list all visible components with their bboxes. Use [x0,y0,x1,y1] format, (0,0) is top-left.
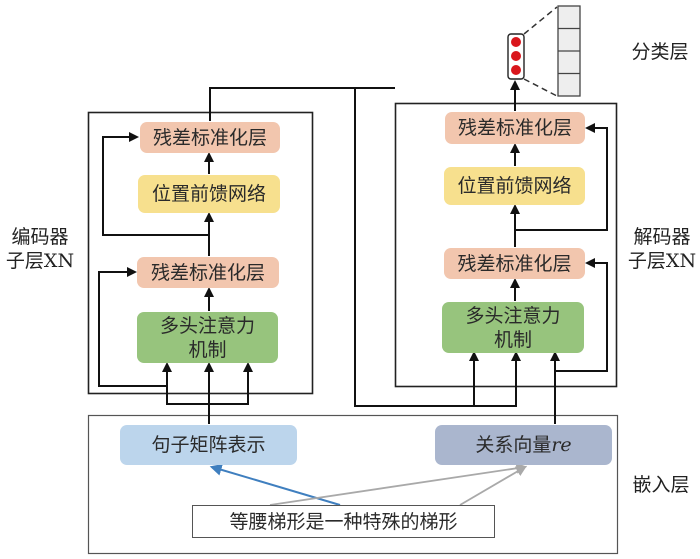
sentence-to-matrix-arrow [209,463,341,506]
relation-vector-text: 关系向量 [475,434,552,456]
classifier-label: 分类层 [631,41,689,63]
decoder-block-frame [394,102,618,388]
decoder-residual-norm-top: 残差标准化层 [445,112,585,144]
sentence-to-relation-arrow-b [459,465,527,506]
decoder-label: 解码器 子层XN [624,225,700,273]
sentence-matrix-representation: 句子矩阵表示 [120,425,297,465]
decoder-label-line2: 子层XN [627,250,697,272]
embedding-layer-frame [87,414,619,555]
output-dot [511,37,521,47]
decoder-mha-line2: 机制 [493,328,532,351]
encoder-mha-line1: 多头注意力 [159,314,255,337]
input-sentence: 等腰梯形是一种特殊的梯形 [192,505,495,538]
decoder-label-line1: 解码器 [633,226,691,248]
decoder-mha-line1: 多头注意力 [465,304,561,327]
encoder-label-line2: 子层XN [5,250,75,272]
output-dot [511,51,521,61]
encoder-label: 编码器 子层XN [2,225,78,273]
encoder-label-line1: 编码器 [11,226,69,248]
decoder-multi-head-attention: 多头注意力 机制 [442,302,584,353]
enc-skip-ffn-arrow [102,132,209,236]
decoder-feed-forward: 位置前馈网络 [444,167,585,205]
relation-vector-symbol: re [551,434,572,456]
dec-skip-ffn-arrow [515,123,608,231]
encoder-mha-line2: 机制 [188,338,227,361]
encoder-residual-norm-bottom: 残差标准化层 [137,257,279,288]
projection-dash-bottom [523,78,558,97]
classifier-group [507,5,581,97]
decoder-residual-norm-bottom: 残差标准化层 [444,248,585,279]
output-dot [511,65,521,75]
projection-dash-top [523,6,558,35]
encoder-multi-head-attention: 多头注意力 机制 [137,312,278,363]
encoder-feed-forward: 位置前馈网络 [138,175,280,213]
dec-input-mid-arrow [474,351,521,407]
enc-input-branch [166,364,249,405]
enc-skip-mha-arrow [98,267,167,387]
encoder-block-frame [87,111,314,395]
encoder-residual-norm-top: 残差标准化层 [140,122,280,153]
dec-skip-mha-arrow [555,258,608,372]
encoder-output-to-decoder-line [209,87,395,121]
sentence-to-relation-arrow-a [269,462,528,506]
embedding-label: 嵌入层 [632,474,690,496]
